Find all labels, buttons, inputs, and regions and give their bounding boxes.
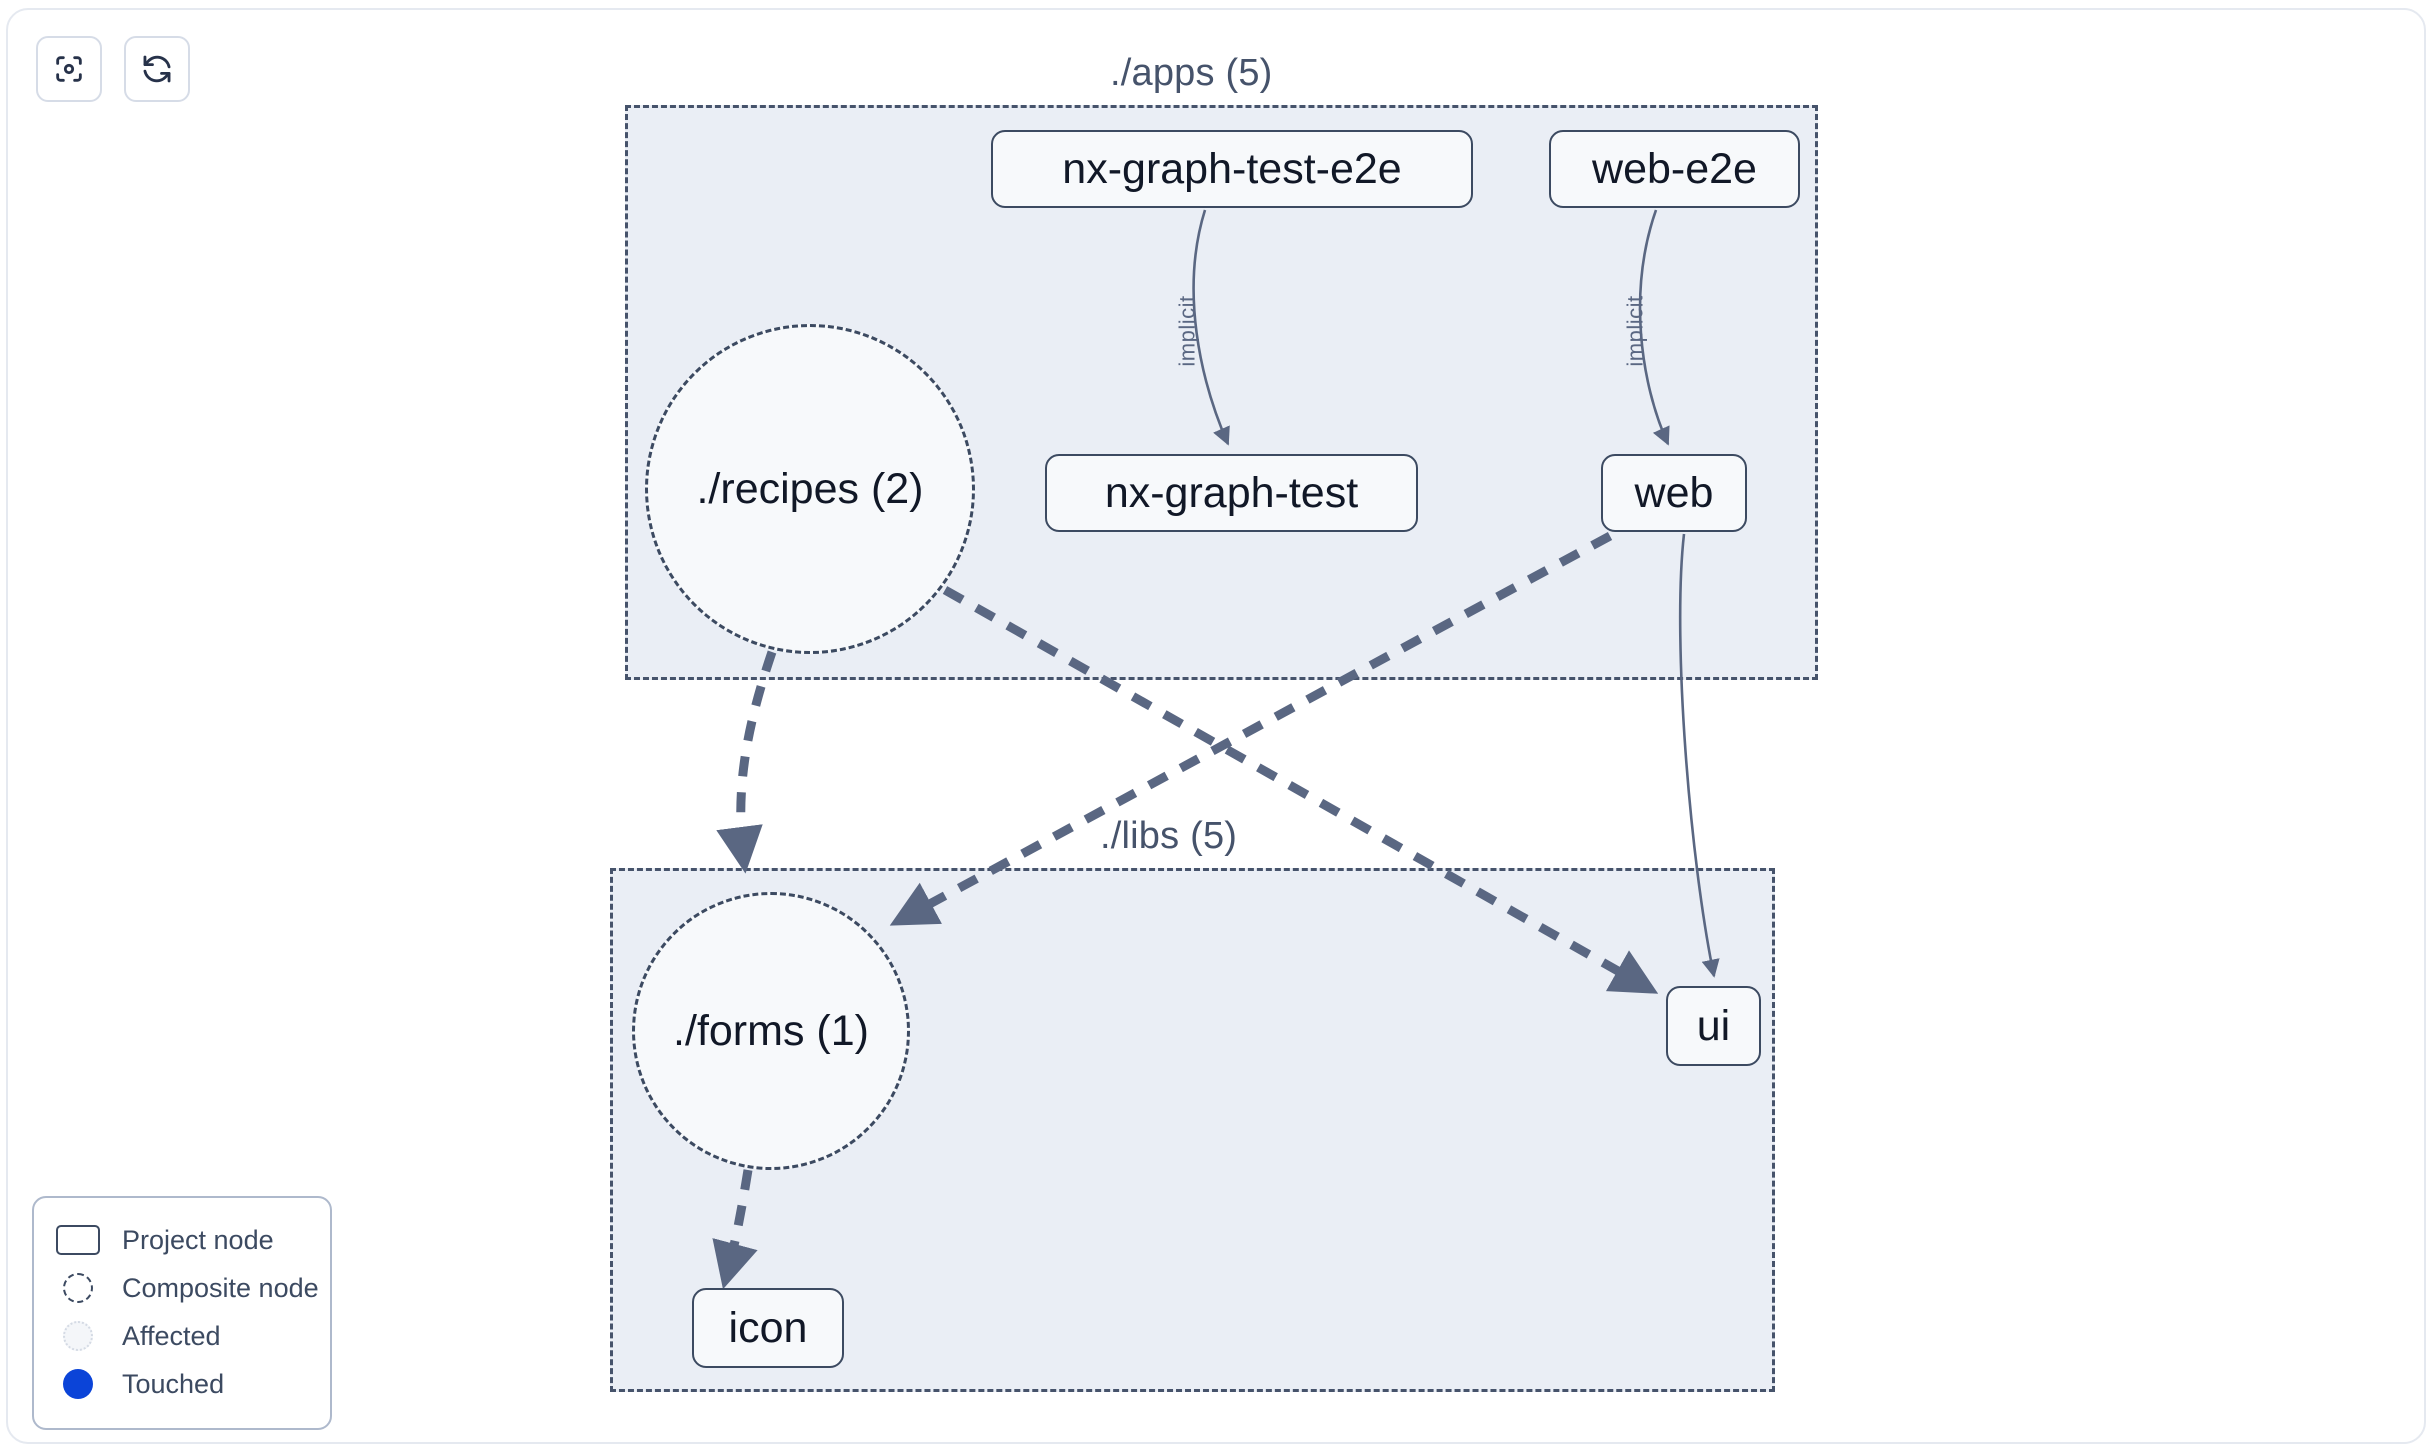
graph-toolbar xyxy=(36,36,190,102)
legend-label: Affected xyxy=(122,1320,221,1351)
node-label: ./forms (1) xyxy=(673,1006,869,1055)
composite-node-swatch-icon xyxy=(56,1273,100,1303)
legend-item-project-node: Project node xyxy=(56,1216,308,1264)
node-label: web-e2e xyxy=(1592,144,1757,193)
legend-item-touched: Touched xyxy=(56,1360,308,1408)
node-label: web xyxy=(1634,468,1714,517)
node-web-e2e[interactable]: web-e2e xyxy=(1549,130,1800,208)
node-icon[interactable]: icon xyxy=(692,1288,844,1368)
edge-label-implicit-nx-graph-test: implicit xyxy=(1174,295,1200,367)
legend-label: Project node xyxy=(122,1224,274,1255)
group-apps-title: ./apps (5) xyxy=(1110,52,1273,94)
node-web[interactable]: web xyxy=(1601,454,1747,532)
focus-graph-button[interactable] xyxy=(36,36,102,102)
node-label: nx-graph-test xyxy=(1104,468,1359,517)
node-label: ui xyxy=(1696,1001,1731,1050)
node-forms[interactable]: ./forms (1) xyxy=(632,892,910,1170)
node-nx-graph-test[interactable]: nx-graph-test xyxy=(1045,454,1418,532)
legend-item-composite-node: Composite node xyxy=(56,1264,319,1312)
edge-label-implicit-web: implicit xyxy=(1622,295,1648,367)
focus-target-icon xyxy=(52,52,86,86)
touched-swatch-icon xyxy=(56,1369,100,1399)
node-label: ./recipes (2) xyxy=(696,464,924,513)
refresh-icon xyxy=(140,52,174,86)
node-nx-graph-test-e2e[interactable]: nx-graph-test-e2e xyxy=(991,130,1473,208)
project-node-swatch-icon xyxy=(56,1225,100,1255)
legend-label: Composite node xyxy=(122,1272,319,1303)
node-label: icon xyxy=(728,1303,808,1352)
node-recipes[interactable]: ./recipes (2) xyxy=(645,324,975,654)
refresh-graph-button[interactable] xyxy=(124,36,190,102)
affected-swatch-icon xyxy=(56,1321,100,1351)
node-label: nx-graph-test-e2e xyxy=(1062,144,1402,193)
node-ui[interactable]: ui xyxy=(1666,986,1761,1066)
legend-label: Touched xyxy=(122,1368,225,1399)
graph-legend: Project node Composite node Affected Tou… xyxy=(32,1196,332,1430)
group-libs-title: ./libs (5) xyxy=(1100,815,1238,857)
legend-item-affected: Affected xyxy=(56,1312,308,1360)
edge-recipes-to-forms xyxy=(716,650,777,874)
